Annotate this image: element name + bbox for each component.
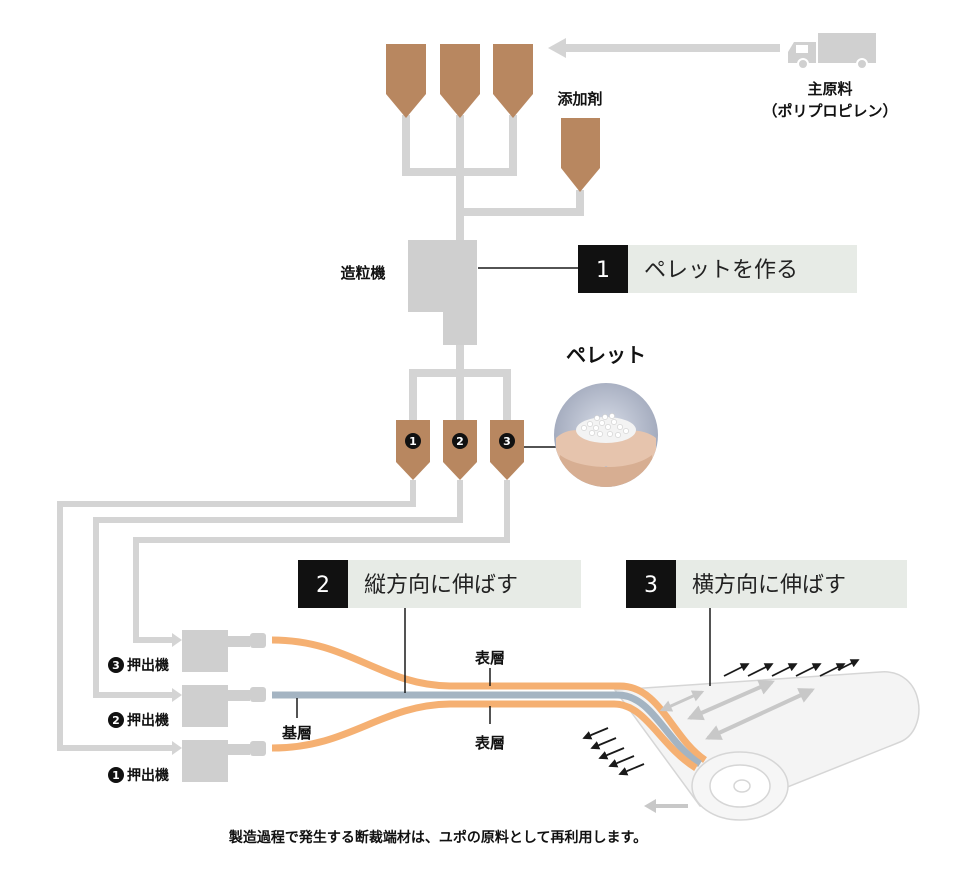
pipe-arrowhead (172, 633, 182, 647)
extruder-1-number: 1 (112, 769, 120, 782)
surface-layer-top (271, 636, 708, 763)
extruder-3 (182, 630, 266, 672)
step-3-number: 3 (644, 573, 658, 598)
pellet-silo-1: 1 (396, 420, 430, 480)
pipe-arrowhead (172, 688, 182, 702)
step-2-text: 縦方向に伸ばす (364, 573, 518, 598)
number-circle-icon (452, 433, 468, 449)
raw-material-label: 主原料 (807, 80, 852, 98)
pellet-silo-2: 2 (443, 420, 477, 480)
base-layer (272, 691, 702, 767)
number-circle-icon (108, 657, 124, 673)
step-3-label: 3 横方向に伸ばす (626, 560, 907, 608)
stretch-direction-arrows-bottom (582, 727, 645, 776)
stretch-direction-arrows-top (723, 659, 860, 677)
number-circle-icon (108, 712, 124, 728)
raw-material-silo (493, 44, 533, 118)
footer-note: 製造過程で発生する断裁端材は、ユポの原料として再利用します。 (228, 829, 647, 846)
extruder-2-number: 2 (112, 714, 120, 727)
pipe-network-top (402, 115, 584, 240)
pelletizer-label: 造粒機 (340, 264, 385, 282)
step-2-text-box (348, 560, 581, 608)
pellet-label: ペレット (566, 343, 646, 367)
surface-layer-bottom (271, 700, 698, 771)
extruder-2 (182, 685, 266, 727)
pellets-in-hands-image (554, 383, 658, 487)
extruder-3-label: 3 押出機 (108, 657, 169, 674)
step-3-text-box (676, 560, 907, 608)
pipe-network-bottom (57, 480, 510, 751)
step-1-text-box (628, 245, 857, 293)
additive-silo (561, 118, 600, 192)
pellet-silo-3-number: 3 (503, 435, 511, 448)
base-layer-label: 基層 (281, 724, 312, 742)
step-3-number-box (626, 560, 676, 608)
transverse-stretch-arrows (659, 679, 815, 740)
step-3-text: 横方向に伸ばす (692, 573, 846, 598)
pipe-network-middle (409, 345, 511, 420)
number-circle-icon (405, 433, 421, 449)
step-1-label: 1 ペレットを作る (578, 245, 857, 293)
pellet-silo-1-number: 1 (409, 435, 417, 448)
truck-icon (788, 33, 876, 70)
step-1-number-box (578, 245, 628, 293)
pipe-arrowhead (172, 741, 182, 755)
extruder-1-label: 1 押出機 (108, 767, 169, 784)
surface-layer-top-label: 表層 (475, 649, 505, 667)
film-layers (271, 636, 708, 771)
additive-label: 添加剤 (557, 90, 602, 108)
stretching-roll (613, 671, 920, 821)
step-2-label: 2 縦方向に伸ばす (298, 560, 581, 608)
raw-material-sublabel: （ポリプロピレン） (762, 102, 897, 120)
extruder-2-text: 押出機 (127, 712, 169, 729)
number-circle-icon (108, 767, 124, 783)
step-2-number-box (298, 560, 348, 608)
extruder-1 (182, 740, 266, 782)
step-2-number: 2 (316, 573, 330, 598)
raw-material-silo (440, 44, 480, 118)
surface-layer-bottom-label: 表層 (475, 734, 505, 752)
extruder-2-label: 2 押出機 (108, 712, 169, 729)
extruder-3-number: 3 (112, 659, 120, 672)
pelletizer-machine (408, 240, 477, 345)
output-arrowhead (644, 799, 656, 813)
number-circle-icon (499, 433, 515, 449)
step-1-number: 1 (596, 258, 610, 283)
raw-material-silo (386, 44, 426, 118)
pellet-silo-3: 3 (490, 420, 524, 480)
step-1-text: ペレットを作る (644, 258, 798, 283)
raw-material-flow-arrowhead (548, 38, 566, 58)
pellet-silo-2-number: 2 (456, 435, 464, 448)
extruder-1-text: 押出機 (127, 767, 169, 784)
extruder-3-text: 押出機 (127, 657, 169, 674)
